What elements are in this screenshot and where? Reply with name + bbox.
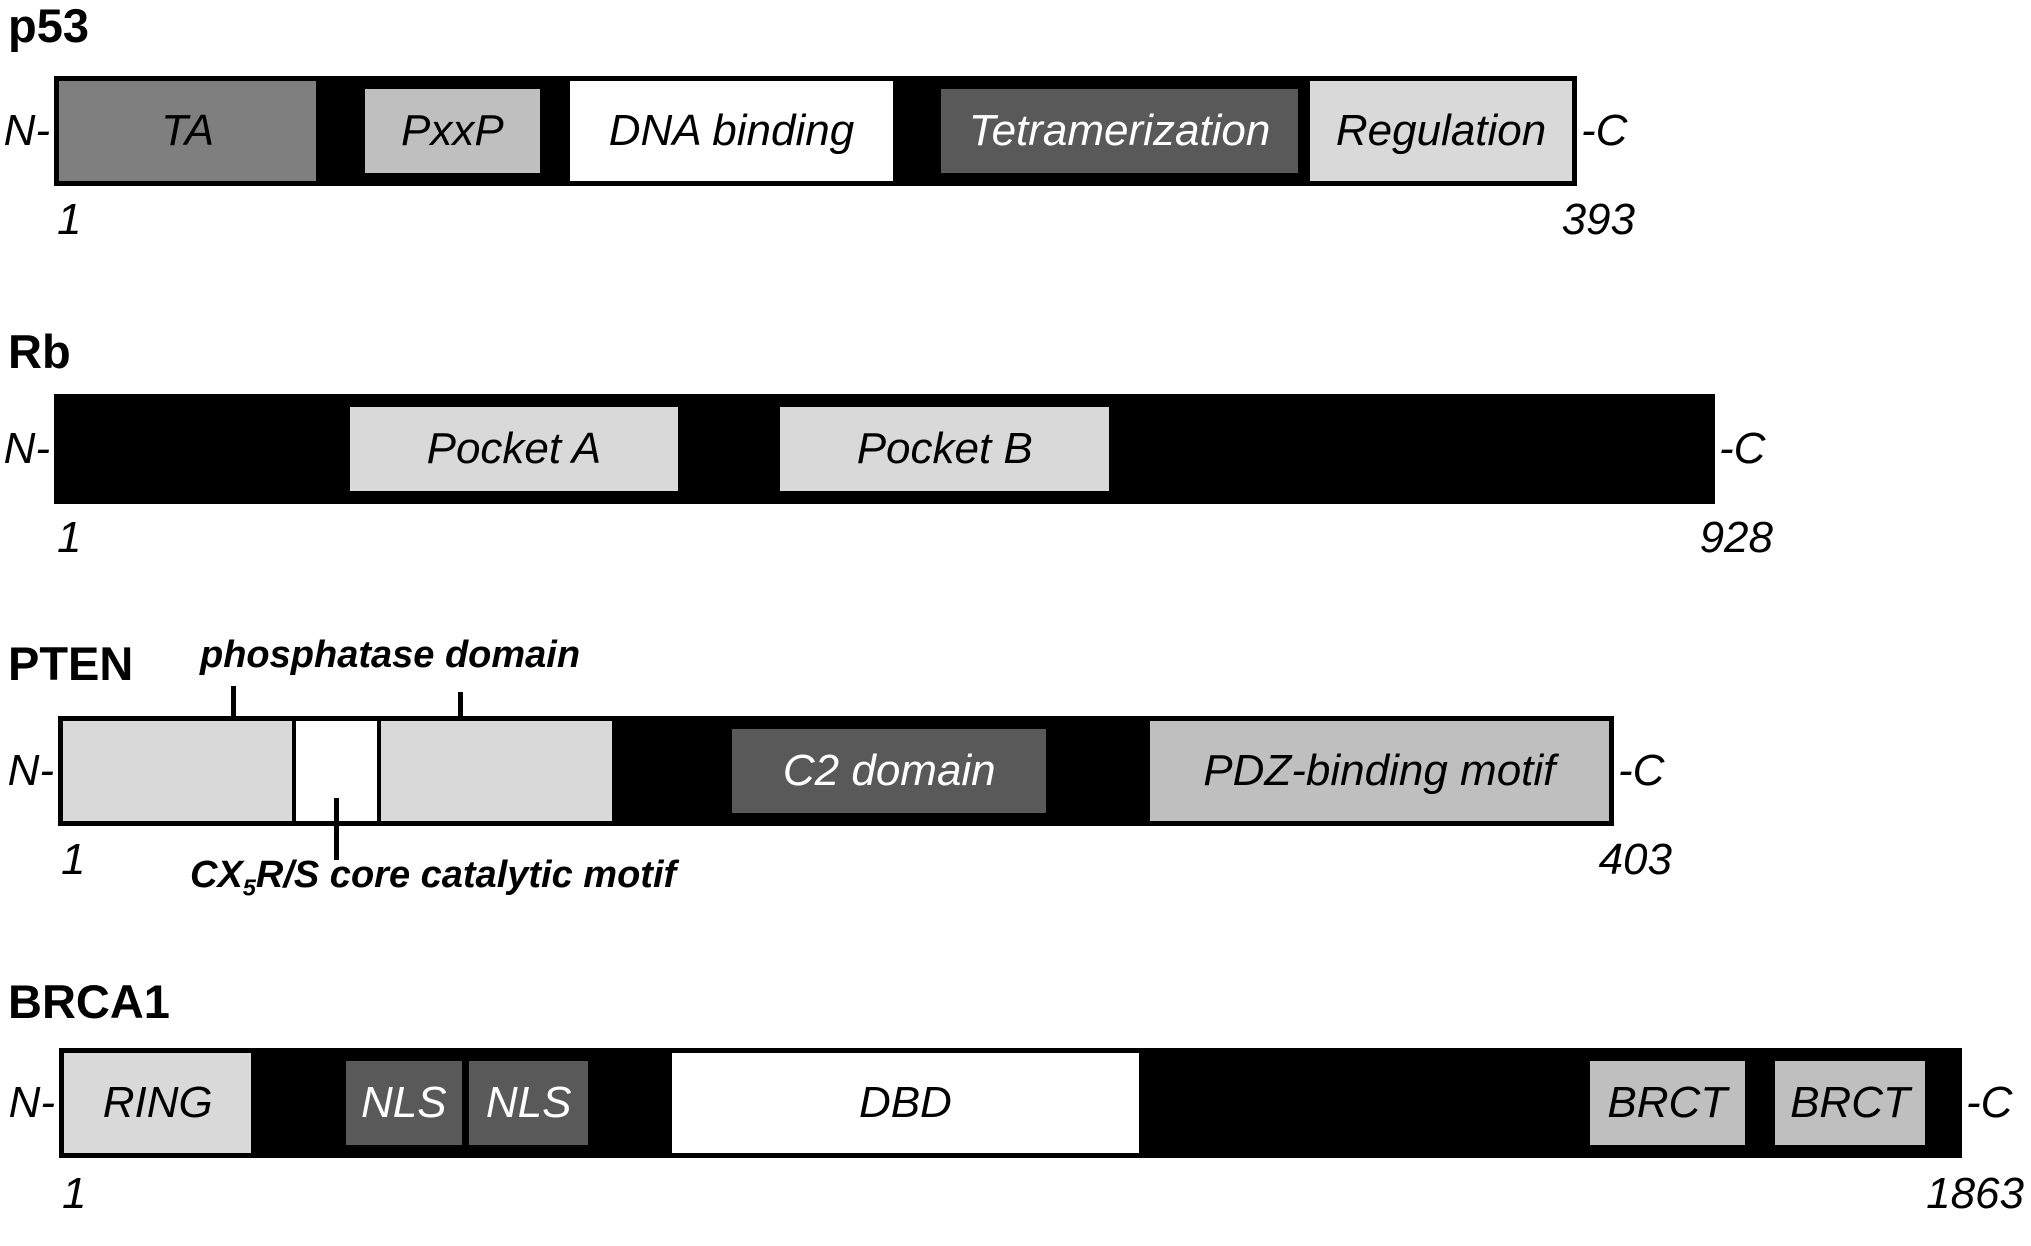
protein-bar-rb: Pocket A Pocket B: [54, 394, 1715, 504]
linker-segment: [678, 399, 780, 499]
domain-tetramerization: Tetramerization: [941, 89, 1299, 173]
linker-segment: [1046, 721, 1150, 821]
domain-label: PDZ-binding motif: [1203, 746, 1556, 795]
catalytic-motif-label: CX5R/S core catalytic motif: [190, 856, 676, 900]
linker-segment: [540, 81, 570, 181]
domain-dbd: DBD: [671, 1053, 1140, 1153]
n-terminus-label: N-: [3, 424, 50, 473]
domain-pocket-b: Pocket B: [780, 407, 1110, 491]
n-terminus-label: N-: [3, 106, 50, 155]
linker-segment: [59, 399, 350, 499]
protein-title-p53: p53: [8, 0, 89, 52]
domain-phosphatase-c: [381, 721, 612, 821]
protein-bar-p53: TA PxxP DNA binding Tetramerization Regulati…: [54, 76, 1577, 186]
domain-label: DNA binding: [608, 106, 855, 155]
linker-segment: [893, 81, 941, 181]
domain-label: Regulation: [1335, 106, 1547, 155]
callout-line-catalytic-motif: [334, 798, 339, 860]
linker-segment: [1139, 1053, 1590, 1153]
domain-dna-binding: DNA binding: [570, 81, 893, 181]
start-residue-number: 1: [57, 195, 82, 244]
domain-pocket-a: Pocket A: [349, 407, 679, 491]
end-residue-number: 1863: [1926, 1169, 2024, 1218]
domain-label: Pocket A: [426, 424, 602, 473]
domain-label: PxxP: [401, 106, 504, 155]
domain-label: Pocket B: [856, 424, 1033, 473]
linker-segment: [251, 1053, 346, 1153]
n-terminus-label: N-: [7, 746, 54, 795]
c-terminus-label: -C: [1719, 424, 1766, 473]
domain-label: TA: [161, 106, 215, 155]
c-terminus-label: -C: [1618, 746, 1665, 795]
domain-brct-2: BRCT: [1775, 1061, 1925, 1145]
domain-brct-1: BRCT: [1589, 1061, 1745, 1145]
linker-segment: [1925, 1053, 1957, 1153]
domain-c2-domain: C2 domain: [732, 729, 1047, 813]
protein-bar-brca1: RING NLS NLS DBD BRCT BRCT: [59, 1048, 1962, 1158]
domain-label: NLS: [485, 1078, 572, 1127]
domain-ta: TA: [59, 81, 317, 181]
c-terminus-label: -C: [1581, 106, 1628, 155]
catalytic-motif-label-prefix: CX: [190, 854, 243, 896]
protein-bar-pten: C2 domain PDZ-binding motif: [58, 716, 1614, 826]
protein-title-pten: PTEN: [8, 637, 134, 690]
domain-pxxp: PxxP: [364, 89, 541, 173]
domain-label: BRCT: [1607, 1078, 1728, 1127]
linker-segment: [1109, 399, 1710, 499]
end-residue-number: 928: [1699, 513, 1773, 562]
catalytic-motif-label-suffix: R/S core catalytic motif: [255, 854, 677, 896]
phosphatase-domain-label: phosphatase domain: [200, 634, 581, 676]
domain-label: C2 domain: [782, 746, 996, 795]
protein-title-brca1: BRCA1: [8, 975, 170, 1028]
catalytic-motif-label-subscript: 5: [242, 874, 256, 901]
c-terminus-label: -C: [1966, 1078, 2013, 1127]
callout-line-phosphatase-left: [231, 686, 236, 744]
n-terminus-label: N-: [8, 1078, 55, 1127]
linker-segment: [612, 721, 733, 821]
domain-label: RING: [102, 1078, 213, 1127]
domain-regulation: Regulation: [1310, 81, 1572, 181]
linker-segment: [588, 1053, 671, 1153]
domain-phosphatase-n: [63, 721, 292, 821]
linker-segment: [1298, 81, 1310, 181]
start-residue-number: 1: [57, 513, 82, 562]
protein-title-rb: Rb: [8, 325, 71, 378]
start-residue-number: 1: [62, 1169, 87, 1218]
domain-pdz-binding-motif: PDZ-binding motif: [1149, 721, 1609, 821]
domain-label: NLS: [360, 1078, 447, 1127]
linker-segment: [316, 81, 364, 181]
domain-nls-2: NLS: [469, 1061, 589, 1145]
start-residue-number: 1: [61, 835, 86, 884]
linker-segment: [1745, 1053, 1775, 1153]
domain-nls-1: NLS: [346, 1061, 462, 1145]
linker-segment: [462, 1053, 470, 1153]
domain-label: DBD: [858, 1078, 952, 1127]
domain-label: BRCT: [1790, 1078, 1910, 1127]
end-residue-number: 403: [1598, 835, 1672, 884]
domain-label: Tetramerization: [968, 106, 1271, 155]
domain-ring: RING: [64, 1053, 252, 1153]
end-residue-number: 393: [1561, 195, 1635, 244]
